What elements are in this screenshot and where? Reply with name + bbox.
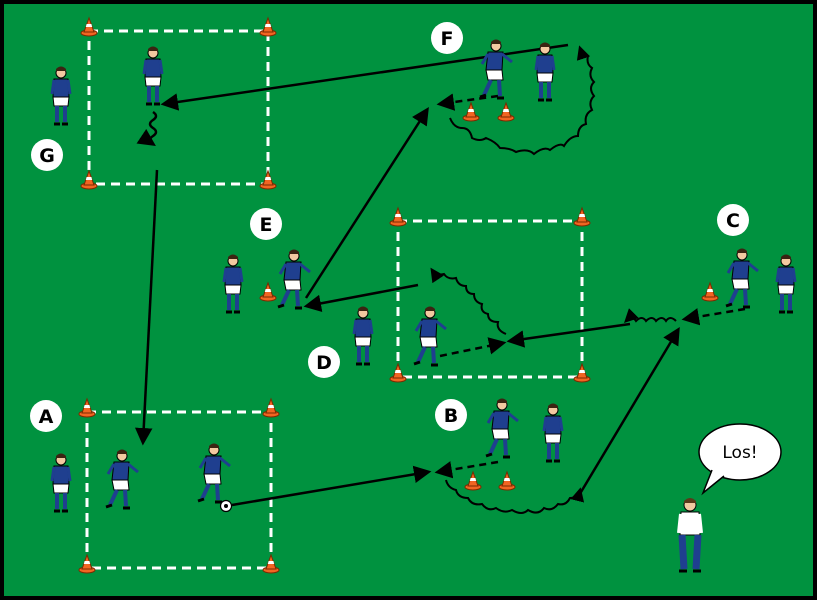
station-label-e: E [250, 208, 282, 240]
station-label-b: B [435, 399, 467, 431]
pass-d-to-e [303, 283, 419, 312]
dribble-g [136, 110, 158, 146]
dribble-b [445, 479, 585, 514]
pass-a-to-b [231, 465, 432, 507]
runs [434, 93, 746, 479]
pass-g-to-a [134, 169, 159, 446]
dribble-d [430, 267, 507, 335]
station-label-d-text: D [316, 352, 332, 374]
station-label-e-text: E [260, 214, 273, 236]
pass-e-to-f [304, 107, 429, 299]
station-label-g: G [31, 139, 63, 171]
pass-b-to-c [576, 326, 680, 498]
station-label-b-text: B [444, 405, 458, 427]
run-f [436, 93, 499, 111]
grid-d [396, 219, 584, 379]
dribble-c [624, 308, 677, 323]
station-label-f: F [431, 22, 463, 54]
pitch-surface [4, 4, 813, 596]
station-label-d: D [308, 346, 340, 378]
pass-c-to-d [506, 322, 631, 348]
station-label-a: A [30, 400, 62, 432]
station-label-c: C [717, 204, 749, 236]
ball-icon [219, 499, 233, 513]
run-b [434, 460, 499, 479]
station-label-g-text: G [39, 145, 55, 167]
grid-a [85, 410, 273, 570]
grid-g [87, 29, 270, 186]
station-label-f-text: F [441, 28, 454, 50]
dribbles [430, 45, 677, 514]
passes [134, 43, 680, 507]
run-c [681, 307, 746, 326]
dribble-f [449, 45, 596, 156]
coach-speech-text: Los! [722, 443, 757, 463]
coach-speech-bubble: Los! [698, 423, 782, 496]
station-label-c-text: C [726, 210, 740, 232]
station-label-a-text: A [39, 406, 54, 428]
run-d [439, 337, 507, 358]
